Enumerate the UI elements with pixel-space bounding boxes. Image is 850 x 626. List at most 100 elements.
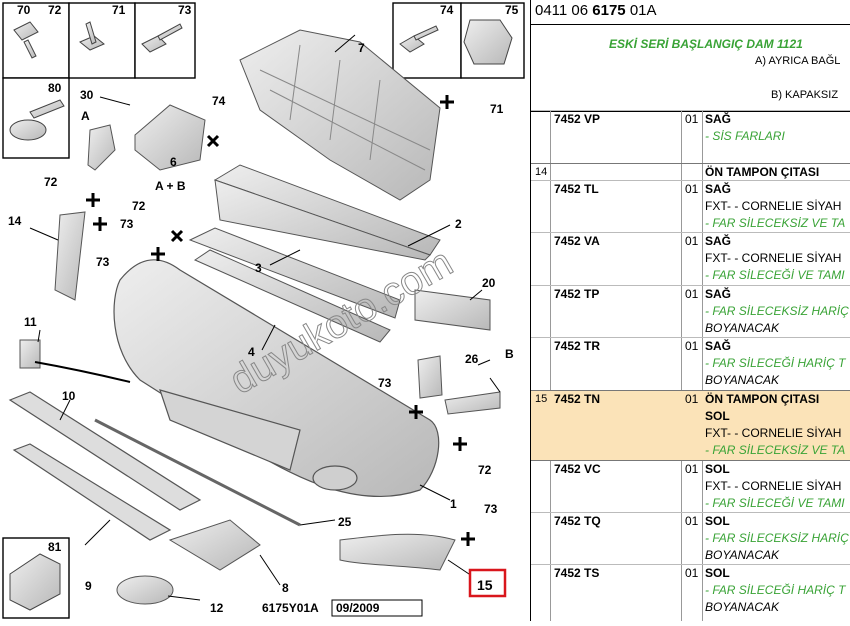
description-line: - FAR SİLECEĞİ HARİÇ T xyxy=(705,356,846,370)
description-line: ÖN TAMPON ÇITASI xyxy=(705,392,820,406)
quantity: 01 xyxy=(685,339,699,353)
part-description: SOL - FAR SİLECEĞİ HARİÇ T BOYANACAK xyxy=(705,565,850,616)
description-line: - FAR SİLECEKSİZ HARİÇ xyxy=(705,531,849,545)
description-line: BOYANACAK xyxy=(705,548,780,562)
svg-text:12: 12 xyxy=(210,601,224,615)
part-number: 7452 TR xyxy=(554,339,601,353)
part-number: 7452 VA xyxy=(554,234,600,248)
description-line: FXT- - CORNELIE SİYAH xyxy=(705,199,842,213)
svg-text:3: 3 xyxy=(255,261,262,275)
header-series-note: ESKİ SERİ BAŞLANGIÇ DAM 1121 xyxy=(609,37,803,51)
description-line: SAĞ xyxy=(705,182,732,196)
callout-15-highlight[interactable]: 15 xyxy=(468,568,507,598)
description-line: SAĞ xyxy=(705,339,732,353)
description-line: - FAR SİLECEĞİ HARİÇ T xyxy=(705,583,846,597)
inset-label: 71 xyxy=(112,3,126,17)
document-code: 0411 06 6175 01A xyxy=(535,2,657,19)
svg-text:74: 74 xyxy=(212,94,226,108)
part-description: SOL - FAR SİLECEKSİZ HARİÇ BOYANACAK xyxy=(705,513,850,564)
inset-label: 72 xyxy=(48,3,62,17)
svg-text:B: B xyxy=(505,347,514,361)
part-description: ÖN TAMPON ÇITASI SOL FXT- - CORNELIE SİYAH… xyxy=(705,391,850,459)
description-line: SOL xyxy=(705,514,730,528)
description-line: - FAR SİLECEĞİ VE TAMI xyxy=(705,268,845,282)
svg-text:14: 14 xyxy=(8,214,22,228)
description-line: - FAR SİLECEKSİZ HARİÇ xyxy=(705,304,849,318)
description-line: BOYANACAK xyxy=(705,600,780,614)
svg-text:4: 4 xyxy=(248,345,255,359)
svg-text:73: 73 xyxy=(120,217,134,231)
svg-text:73: 73 xyxy=(378,376,392,390)
svg-text:30: 30 xyxy=(80,88,94,102)
parts-list-panel: 0411 06 6175 01A ESKİ SERİ BAŞLANGIÇ DAM… xyxy=(530,0,850,621)
svg-text:1: 1 xyxy=(450,497,457,511)
description-line: SOL xyxy=(705,566,730,580)
svg-text:9: 9 xyxy=(85,579,92,593)
svg-text:73: 73 xyxy=(96,255,110,269)
svg-text:6: 6 xyxy=(170,155,177,169)
group-number: 15 xyxy=(535,393,548,405)
part-number: 7452 TL xyxy=(554,182,599,196)
quantity: 01 xyxy=(685,182,699,196)
svg-text:72: 72 xyxy=(132,199,146,213)
part-description: SAĞ - SİS FARLARI xyxy=(705,111,850,145)
diagram-ref-date: 09/2009 xyxy=(336,601,380,615)
description-line: SAĞ xyxy=(705,234,732,248)
description-line: FXT- - CORNELIE SİYAH xyxy=(705,426,842,440)
diagram-ref-code: 6175Y01A xyxy=(262,601,319,615)
svg-text:71: 71 xyxy=(490,102,504,116)
screw-inset-boxes xyxy=(2,2,525,619)
part-row[interactable]: 7452 TQ 01 SOL - FAR SİLECEKSİZ HARİÇ BOYANA… xyxy=(531,512,850,564)
svg-text:15: 15 xyxy=(477,577,493,593)
grille-part-7 xyxy=(239,29,441,201)
quantity: 01 xyxy=(685,287,699,301)
svg-text:20: 20 xyxy=(482,276,496,290)
part-row[interactable]: 14 ÖN TAMPON ÇITASI xyxy=(531,163,850,180)
description-line: SOL xyxy=(705,409,730,423)
inset-label: 73 xyxy=(178,3,192,17)
part-row[interactable]: 15 7452 TN 01 ÖN TAMPON ÇITASI SOL FXT- - COR… xyxy=(531,390,850,460)
small-trim-parts xyxy=(19,104,501,605)
screw-icons xyxy=(9,19,513,611)
part-number: 7452 TQ xyxy=(554,514,601,528)
part-number: 7452 VC xyxy=(554,462,601,476)
header-note-a: A) AYRICA BAĞL xyxy=(755,55,841,67)
svg-text:26: 26 xyxy=(465,352,479,366)
svg-text:A + B: A + B xyxy=(155,179,186,193)
part-number: 7452 TP xyxy=(554,287,600,301)
description-line: SAĞ xyxy=(705,287,732,301)
description-line: ÖN TAMPON ÇITASI xyxy=(705,165,820,179)
description-line: SOL xyxy=(705,462,730,476)
svg-text:11: 11 xyxy=(24,315,37,329)
svg-text:72: 72 xyxy=(478,463,492,477)
svg-text:2: 2 xyxy=(455,217,462,231)
part-description: ÖN TAMPON ÇITASI xyxy=(705,164,850,181)
svg-text:10: 10 xyxy=(62,389,76,403)
inset-label: 80 xyxy=(48,81,62,95)
absorber-part-3 xyxy=(188,227,401,343)
quantity: 01 xyxy=(685,566,699,580)
group-number: 14 xyxy=(535,166,548,178)
description-line: - SİS FARLARI xyxy=(705,129,785,143)
quantity: 01 xyxy=(685,392,699,406)
svg-text:73: 73 xyxy=(484,502,498,516)
inset-label: 70 xyxy=(17,3,31,17)
quantity: 01 xyxy=(685,514,699,528)
lower-grilles xyxy=(8,391,202,541)
inset-label: 81 xyxy=(48,540,62,554)
part-number: 7452 TN xyxy=(554,392,601,406)
svg-text:72: 72 xyxy=(44,175,58,189)
description-line: SAĞ xyxy=(705,112,732,126)
svg-text:7: 7 xyxy=(358,41,365,55)
